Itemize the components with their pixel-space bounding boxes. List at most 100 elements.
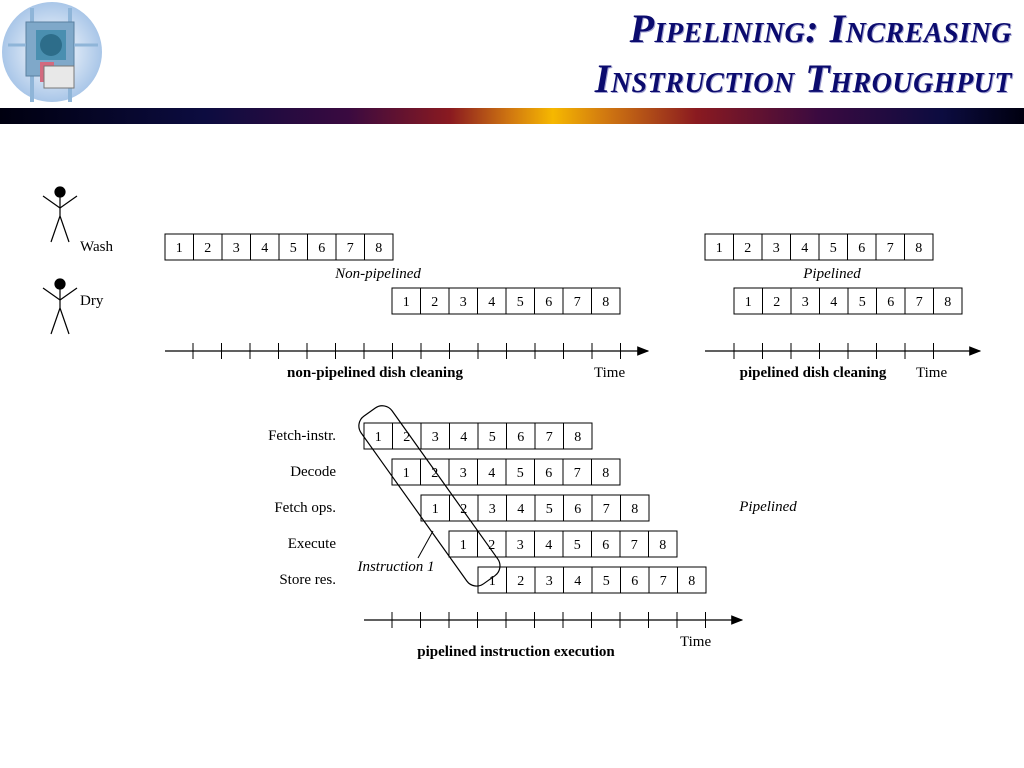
step-number: 2 — [204, 241, 211, 256]
nonpipelined-label: Non-pipelined — [334, 266, 421, 282]
step-number: 5 — [517, 466, 524, 481]
step-cell — [562, 458, 592, 486]
step-number: 6 — [631, 574, 638, 589]
step-number: 3 — [489, 502, 496, 517]
step-number: 7 — [916, 295, 923, 310]
step-number: 3 — [773, 241, 780, 256]
step-cell — [620, 566, 650, 594]
step-cell — [591, 530, 621, 558]
step-number: 3 — [517, 538, 524, 553]
step-cell — [875, 233, 905, 261]
pipelined-instr-label: Pipelined — [738, 499, 797, 515]
step-cell — [818, 233, 848, 261]
step-number: 2 — [431, 466, 438, 481]
step-cell — [449, 494, 479, 522]
step-cell — [420, 458, 450, 486]
step-cell — [733, 287, 763, 315]
instr-time-label: Time — [680, 634, 711, 650]
step-number: 3 — [802, 295, 809, 310]
step-cell — [648, 566, 678, 594]
step-number: 6 — [545, 466, 552, 481]
step-number: 3 — [546, 574, 553, 589]
step-number: 6 — [887, 295, 894, 310]
step-cell — [562, 530, 592, 558]
step-number: 6 — [318, 241, 325, 256]
step-number: 4 — [460, 430, 467, 445]
step-number: 7 — [546, 430, 553, 445]
step-cell — [847, 233, 877, 261]
step-number: 8 — [602, 466, 609, 481]
title-divider — [0, 108, 1024, 124]
pipelined-time-axis — [705, 343, 982, 359]
step-cell — [164, 233, 194, 261]
step-cell — [449, 422, 479, 450]
wash-label: Wash — [80, 239, 113, 255]
stage-label: Store res. — [279, 572, 336, 588]
title-line-2: Instruction Throughput — [594, 56, 1012, 101]
step-number: 4 — [545, 538, 552, 553]
step-cell — [591, 287, 621, 315]
step-number: 1 — [460, 538, 467, 553]
nonpipelined-time-axis — [165, 343, 650, 359]
washer-figure-icon — [42, 186, 78, 243]
step-cell — [477, 458, 507, 486]
instruction-1-label: Instruction 1 — [356, 559, 434, 575]
step-number: 5 — [489, 430, 496, 445]
step-number: 5 — [517, 295, 524, 310]
step-number: 4 — [574, 574, 581, 589]
step-number: 2 — [773, 295, 780, 310]
step-cell — [904, 287, 934, 315]
stage-label: Fetch-instr. — [268, 428, 336, 444]
step-number: 4 — [261, 241, 268, 256]
step-number: 7 — [631, 538, 638, 553]
step-cell — [762, 287, 792, 315]
step-number: 1 — [403, 295, 410, 310]
step-number: 3 — [460, 295, 467, 310]
step-number: 1 — [403, 466, 410, 481]
step-cell — [477, 494, 507, 522]
dry-label: Dry — [80, 293, 104, 309]
step-cell — [677, 566, 707, 594]
step-cell — [250, 233, 280, 261]
pipelined-dish-caption: pipelined dish cleaning — [740, 365, 887, 381]
step-number: 7 — [603, 502, 610, 517]
step-cell — [477, 566, 507, 594]
step-cell — [733, 233, 763, 261]
chip-logo-icon — [2, 2, 102, 102]
step-cell — [591, 494, 621, 522]
step-cell — [335, 233, 365, 261]
step-number: 8 — [574, 430, 581, 445]
step-cell — [819, 287, 849, 315]
pipelined-dish-label: Pipelined — [802, 266, 861, 282]
step-number: 2 — [744, 241, 751, 256]
step-number: 7 — [887, 241, 894, 256]
step-number: 7 — [347, 241, 354, 256]
page-title: Pipelining: Increasing Instruction Throu… — [595, 4, 1012, 104]
step-number: 2 — [517, 574, 524, 589]
step-number: 1 — [716, 241, 723, 256]
stage-label: Decode — [290, 464, 336, 480]
step-number: 2 — [488, 538, 495, 553]
step-number: 8 — [659, 538, 666, 553]
step-cell — [505, 458, 535, 486]
step-cell — [790, 287, 820, 315]
step-number: 1 — [375, 430, 382, 445]
stage-label: Fetch ops. — [274, 500, 336, 516]
step-number: 5 — [546, 502, 553, 517]
step-number: 6 — [517, 430, 524, 445]
step-number: 8 — [602, 295, 609, 310]
step-cell — [278, 233, 308, 261]
step-number: 6 — [858, 241, 865, 256]
step-number: 2 — [431, 295, 438, 310]
instr-time-axis — [364, 612, 744, 628]
step-number: 3 — [460, 466, 467, 481]
step-number: 4 — [488, 466, 495, 481]
step-number: 8 — [688, 574, 695, 589]
step-cell — [591, 566, 621, 594]
